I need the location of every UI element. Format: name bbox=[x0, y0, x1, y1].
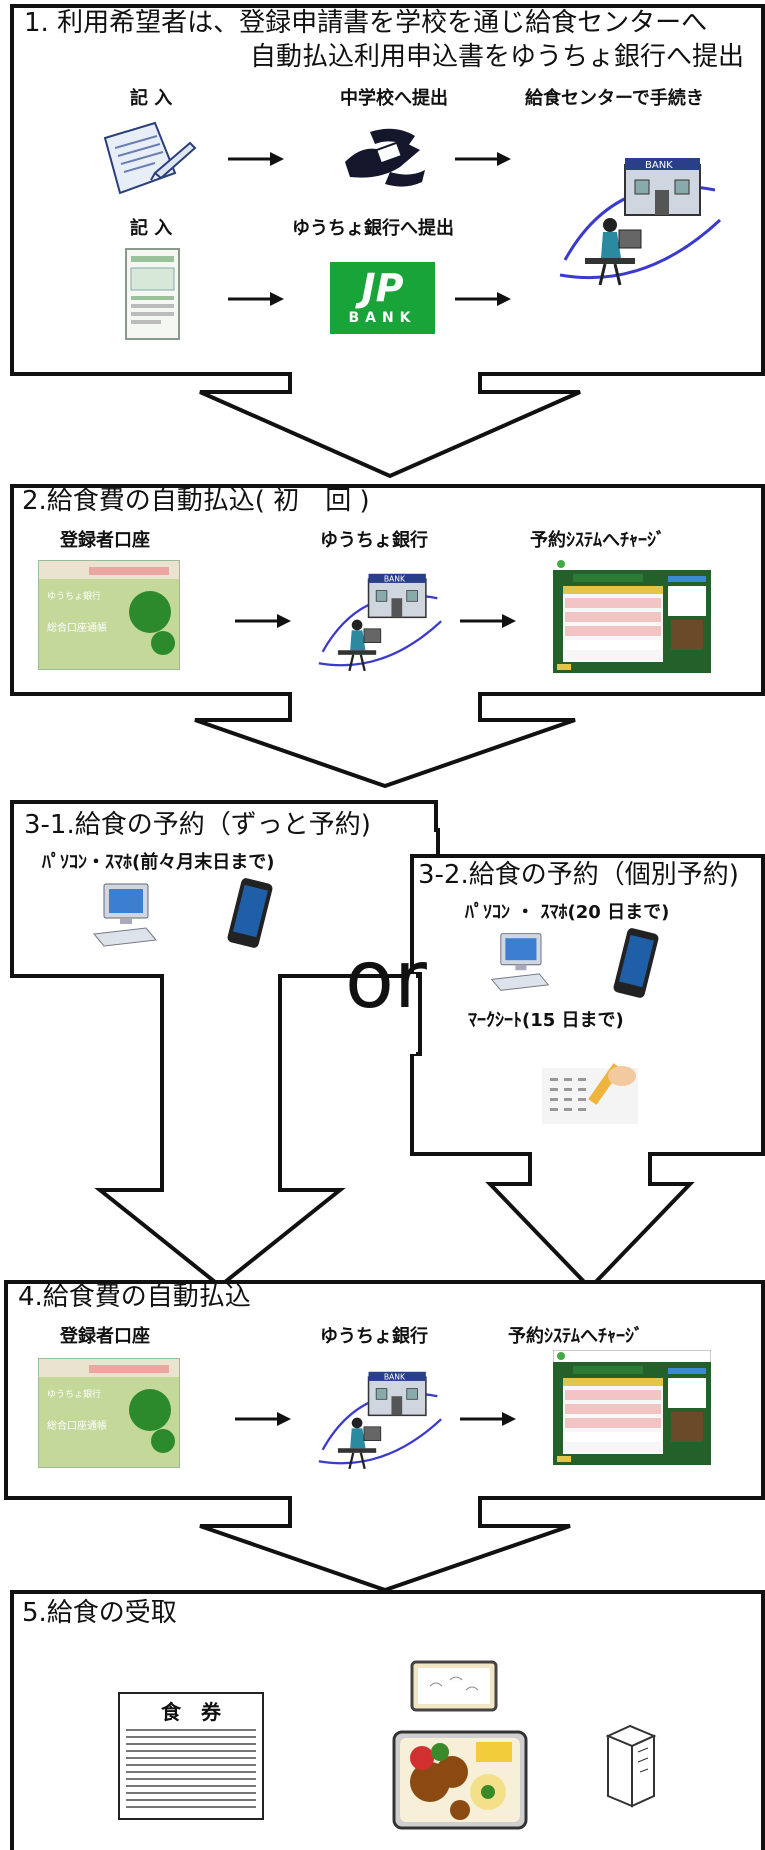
step2-account-label: 登録者口座 bbox=[60, 530, 150, 551]
step31-title: 3-1.給食の予約（ずっと予約) bbox=[24, 810, 371, 840]
bank-operator-icon: BANK bbox=[315, 560, 445, 690]
step1-submit-bank-label: ゆうちょ銀行へ提出 bbox=[292, 218, 454, 239]
arrow-right-icon bbox=[455, 152, 511, 166]
passbook-title: 総合口座通帳 bbox=[47, 623, 107, 634]
bank-operator-icon: BANK bbox=[555, 150, 725, 300]
arrow-right-icon bbox=[235, 1412, 291, 1426]
jp-bank-logo-mark: JP bbox=[361, 266, 404, 310]
step1-write-label-1: 記 入 bbox=[130, 88, 173, 109]
smartphone-icon bbox=[608, 928, 664, 1000]
arrow-right-icon bbox=[235, 614, 291, 628]
svg-text:BANK: BANK bbox=[384, 1372, 406, 1381]
step32-marksheet-label: ﾏｰｸｼｰﾄ(15 日まで) bbox=[468, 1010, 624, 1031]
meal-ticket-title: 食 券 bbox=[161, 1700, 221, 1724]
desktop-pc-icon bbox=[90, 880, 160, 950]
arrow-right-icon bbox=[460, 614, 516, 628]
jp-bank-logo-text: BANK bbox=[348, 310, 417, 326]
big-down-arrow-icon bbox=[0, 372, 765, 482]
passbook-icon: ゆうちょ銀行 総合口座通帳 bbox=[38, 1358, 180, 1468]
step2-title: 2.給食費の自動払込( 初 回 ) bbox=[22, 486, 370, 516]
passbook-title: 総合口座通帳 bbox=[47, 1421, 107, 1432]
reservation-system-screenshot bbox=[553, 1350, 711, 1465]
svg-text:BANK: BANK bbox=[384, 574, 406, 583]
step2-bank-label: ゆうちょ銀行 bbox=[320, 530, 428, 551]
step5-title: 5.給食の受取 bbox=[22, 1598, 177, 1628]
arrow-right-icon bbox=[228, 152, 284, 166]
handover-document-icon bbox=[340, 122, 430, 194]
bank-sign: BANK bbox=[645, 160, 673, 171]
arrow-right-icon bbox=[228, 292, 284, 306]
passbook-icon: ゆうちょ銀行 総合口座通帳 bbox=[38, 560, 180, 670]
smartphone-icon bbox=[222, 878, 278, 950]
arrow-right-icon bbox=[455, 292, 511, 306]
step1-write-label-2: 記 入 bbox=[130, 218, 173, 239]
bank-operator-icon: BANK bbox=[315, 1358, 445, 1488]
step1-center-label: 給食センターで手続き bbox=[525, 88, 704, 109]
lunch-box-food-icon bbox=[390, 1722, 530, 1832]
milk-carton-icon bbox=[600, 1722, 658, 1810]
arrow-right-icon bbox=[460, 1412, 516, 1426]
step32-title: 3-2.給食の予約（個別予約) bbox=[418, 860, 739, 890]
big-down-arrow-icon bbox=[0, 692, 765, 792]
meal-ticket-icon: 食 券 bbox=[118, 1692, 264, 1820]
step1-submit-school-label: 中学校へ提出 bbox=[340, 88, 448, 109]
step4-charge-label: 予約ｼｽﾃﾑへﾁｬｰｼﾞ bbox=[508, 1326, 643, 1347]
big-down-arrow-icon bbox=[0, 1496, 765, 1596]
desktop-pc-icon bbox=[488, 930, 552, 994]
step4-title: 4.給食費の自動払込 bbox=[18, 1282, 251, 1312]
jp-bank-logo: JP BANK bbox=[330, 262, 435, 334]
step31-outline bbox=[0, 800, 460, 1290]
or-text: or bbox=[345, 933, 427, 1026]
application-form-icon bbox=[125, 248, 180, 340]
marksheet-pencil-icon bbox=[540, 1058, 640, 1128]
step4-bank-label: ゆうちょ銀行 bbox=[320, 1326, 428, 1347]
step32-subtitle: ﾊﾟｿｺﾝ ・ ｽﾏﾎ(20 日まで) bbox=[465, 902, 670, 923]
step1-title-line1: 1. 利用希望者は、登録申請書を学校を通じ給食センターへ bbox=[24, 8, 708, 38]
passbook-bank-logo: ゆうちょ銀行 bbox=[47, 1390, 102, 1400]
step2-charge-label: 予約ｼｽﾃﾑへﾁｬｰｼﾞ bbox=[530, 530, 665, 551]
step4-account-label: 登録者口座 bbox=[60, 1326, 150, 1347]
lunch-box-lid-icon bbox=[410, 1658, 498, 1714]
document-pen-icon bbox=[95, 118, 200, 198]
step1-title-line2: 自動払込利用申込書をゆうちょ銀行へ提出 bbox=[250, 42, 745, 72]
step31-subtitle: ﾊﾟｿｺﾝ・ｽﾏﾎ(前々月末日まで) bbox=[42, 852, 275, 873]
reservation-system-screenshot bbox=[553, 558, 711, 673]
passbook-bank-logo: ゆうちょ銀行 bbox=[47, 592, 102, 602]
